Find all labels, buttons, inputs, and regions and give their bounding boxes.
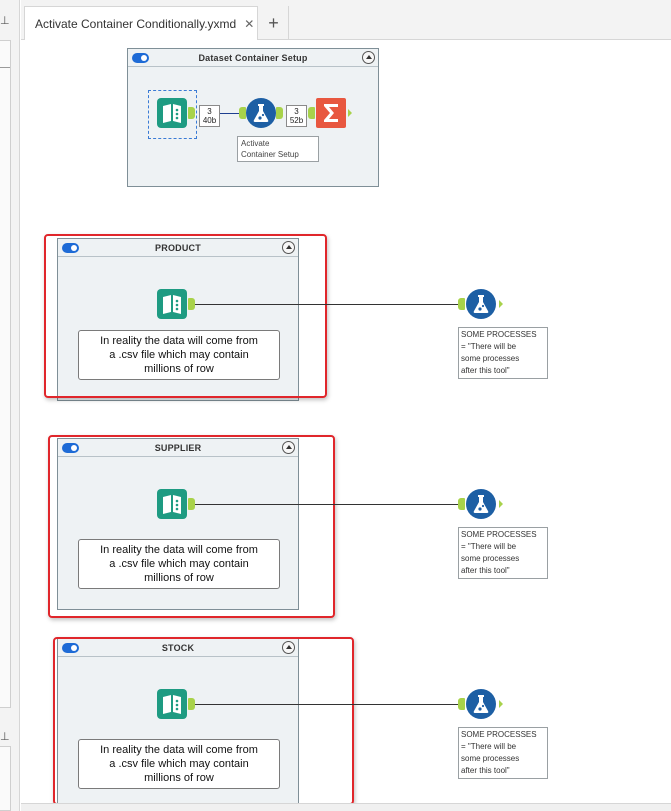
output-anchor[interactable] <box>188 698 195 710</box>
process-annotation: SOME PROCESSES = "There will be some pro… <box>458 527 548 579</box>
flask-icon[interactable] <box>466 289 496 319</box>
annotation-line: SOME PROCESSES <box>461 330 537 339</box>
record-count-label: 3 40b <box>199 105 220 127</box>
toggle-icon[interactable] <box>62 443 79 453</box>
docked-panel-top[interactable] <box>0 40 11 708</box>
annotation-line: some processes <box>461 554 520 563</box>
add-tab-button[interactable]: + <box>259 6 289 40</box>
flask-icon[interactable] <box>246 98 276 128</box>
collapse-icon[interactable] <box>362 51 375 64</box>
output-anchor[interactable] <box>348 109 352 117</box>
connection-wire[interactable] <box>195 704 459 705</box>
input-anchor[interactable] <box>458 298 465 310</box>
connection-wire[interactable] <box>220 113 240 114</box>
note-line: In reality the data will come from <box>100 544 258 556</box>
canvas-bottom-edge <box>21 803 671 811</box>
record-count: 3 <box>207 107 212 116</box>
selection-box <box>148 90 197 139</box>
collapse-icon[interactable] <box>282 241 295 254</box>
container-header[interactable]: PRODUCT <box>58 239 298 257</box>
annotation-line: some processes <box>461 354 520 363</box>
output-anchor[interactable] <box>188 298 195 310</box>
output-anchor[interactable] <box>499 300 503 308</box>
note-line: millions of row <box>144 363 214 375</box>
container-title: PRODUCT <box>155 242 201 253</box>
annotation-line: SOME PROCESSES <box>461 730 537 739</box>
flask-icon[interactable] <box>466 689 496 719</box>
output-anchor[interactable] <box>188 107 195 119</box>
annotation-line: = "There will be <box>461 542 517 551</box>
note-line: a .csv file which may contain <box>109 558 249 570</box>
left-dock-strip: ⊥ ⊥ <box>0 0 20 811</box>
connection-wire[interactable] <box>195 504 459 505</box>
annotation-line: Activate <box>241 139 270 148</box>
summarize-icon[interactable] <box>316 98 346 128</box>
toggle-icon[interactable] <box>62 243 79 253</box>
container-header[interactable]: STOCK <box>58 639 298 657</box>
note-line: a .csv file which may contain <box>109 349 249 361</box>
container-title: SUPPLIER <box>154 442 202 453</box>
note-line: In reality the data will come from <box>100 335 258 347</box>
record-size: 52b <box>289 116 304 125</box>
tab-workflow[interactable]: Activate Container Conditionally.yxmd ✕ <box>24 6 258 40</box>
output-anchor[interactable] <box>499 500 503 508</box>
process-annotation: SOME PROCESSES = "There will be some pro… <box>458 727 548 779</box>
panel-divider <box>0 67 10 68</box>
close-icon[interactable]: ✕ <box>244 16 255 31</box>
annotation-line: = "There will be <box>461 342 517 351</box>
book-icon[interactable] <box>157 289 187 319</box>
toggle-icon[interactable] <box>62 643 79 653</box>
output-anchor[interactable] <box>188 498 195 510</box>
process-annotation: SOME PROCESSES = "There will be some pro… <box>458 327 548 379</box>
container-header[interactable]: SUPPLIER <box>58 439 298 457</box>
container-header[interactable]: Dataset Container Setup <box>128 49 378 67</box>
book-icon[interactable] <box>157 689 187 719</box>
annotation-line: = "There will be <box>461 742 517 751</box>
annotation-line: some processes <box>461 754 520 763</box>
tab-bar: Activate Container Conditionally.yxmd ✕ … <box>21 0 671 40</box>
comment-note[interactable]: In reality the data will come from a .cs… <box>78 539 280 589</box>
annotation-line: after this tool" <box>461 366 510 375</box>
book-icon[interactable] <box>157 489 187 519</box>
annotation-line: SOME PROCESSES <box>461 530 537 539</box>
annotation-line: after this tool" <box>461 766 510 775</box>
container-title: Dataset Container Setup <box>198 52 308 63</box>
toggle-icon[interactable] <box>132 53 149 63</box>
note-line: millions of row <box>144 772 214 784</box>
annotation-line: after this tool" <box>461 566 510 575</box>
note-line: In reality the data will come from <box>100 744 258 756</box>
tab-label: Activate Container Conditionally.yxmd <box>35 16 237 31</box>
collapse-icon[interactable] <box>282 441 295 454</box>
collapse-icon[interactable] <box>282 641 295 654</box>
input-anchor[interactable] <box>239 107 246 119</box>
flask-icon[interactable] <box>466 489 496 519</box>
comment-note[interactable]: In reality the data will come from a .cs… <box>78 330 280 380</box>
connection-wire[interactable] <box>195 304 459 305</box>
workflow-canvas[interactable]: Dataset Container Setup 3 40b 3 52b Ac <box>21 41 671 808</box>
pin-icon[interactable]: ⊥ <box>0 15 10 27</box>
book-icon[interactable] <box>157 98 187 128</box>
input-anchor[interactable] <box>458 498 465 510</box>
record-count-label: 3 52b <box>286 105 307 127</box>
comment-note[interactable]: In reality the data will come from a .cs… <box>78 739 280 789</box>
tool-annotation: Activate Container Setup <box>237 136 319 162</box>
record-size: 40b <box>202 116 217 125</box>
note-line: millions of row <box>144 572 214 584</box>
output-anchor[interactable] <box>276 107 283 119</box>
annotation-line: Container Setup <box>241 150 299 159</box>
container-title: STOCK <box>161 642 195 653</box>
record-count: 3 <box>294 107 299 116</box>
docked-panel-bottom[interactable] <box>0 746 11 811</box>
pin-icon[interactable]: ⊥ <box>0 731 10 743</box>
input-anchor[interactable] <box>308 107 315 119</box>
note-line: a .csv file which may contain <box>109 758 249 770</box>
input-anchor[interactable] <box>458 698 465 710</box>
output-anchor[interactable] <box>499 700 503 708</box>
